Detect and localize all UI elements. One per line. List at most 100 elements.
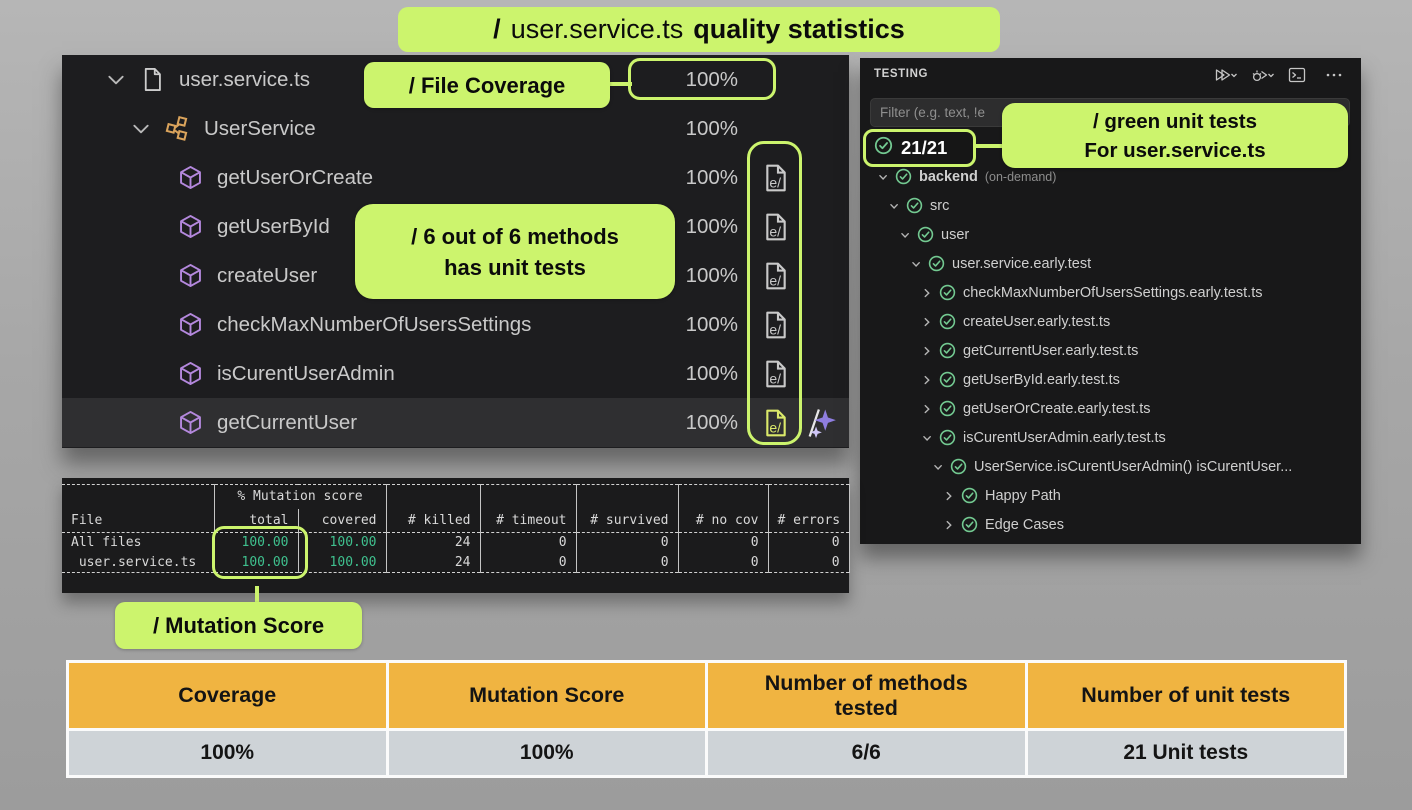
summary-header-cell: Mutation Score — [385, 660, 708, 731]
summary-header-cell: Number of methods tested — [705, 660, 1028, 731]
method-icon — [177, 262, 204, 289]
chevron-right-small-icon — [942, 520, 956, 536]
svg-text:e/: e/ — [769, 174, 781, 190]
pass-icon — [939, 400, 956, 421]
test-tree-item-getUserById.early.test.ts[interactable]: getUserById.early.test.ts — [860, 365, 1361, 394]
title-prefix: / — [493, 14, 501, 44]
test-tree-item-getCurrentUser.early.test.ts[interactable]: getCurrentUser.early.test.ts — [860, 336, 1361, 365]
test-count-value: 21/21 — [901, 137, 948, 158]
coverage-row-getUserById[interactable]: getUserById 100% e/ — [62, 202, 849, 251]
debug-tests-icon — [1251, 67, 1275, 83]
test-tree-suffix: (on-demand) — [984, 169, 1057, 184]
pass-icon — [874, 136, 893, 159]
method-icon — [177, 409, 204, 436]
pass-icon — [961, 487, 978, 508]
early-test-icon: e/ — [760, 211, 792, 243]
svg-text:e/: e/ — [769, 321, 781, 337]
early-test-icon: e/ — [760, 309, 792, 341]
chevron-right-small-icon — [920, 288, 934, 304]
svg-text:e/: e/ — [769, 223, 781, 239]
svg-text:e/: e/ — [769, 419, 781, 435]
summary-value-cell: 21 Unit tests — [1024, 728, 1347, 778]
summary-value-cell: 100% — [66, 728, 389, 778]
title-file: user.service.ts — [510, 14, 684, 44]
chevron-right-small-icon — [920, 404, 934, 420]
pass-icon — [917, 226, 934, 247]
debug-tests-button[interactable] — [1251, 64, 1275, 86]
mutation-col-header: covered — [297, 508, 387, 533]
test-tree-item-createUser.early.test.ts[interactable]: createUser.early.test.ts — [860, 307, 1361, 336]
run-tests-icon — [1214, 67, 1238, 83]
file-icon — [139, 66, 166, 93]
test-tree-label: backend — [919, 168, 978, 185]
early-test-icon: e/ — [760, 162, 792, 194]
summary-header-cell: Number of unit tests — [1024, 660, 1347, 731]
mutation-col-header: # survived — [575, 508, 679, 533]
more-actions-icon — [1325, 67, 1343, 83]
method-icon — [177, 164, 204, 191]
file-coverage-annotation: / File Coverage — [364, 62, 610, 108]
show-output-icon — [1288, 67, 1306, 83]
pass-icon — [906, 197, 923, 218]
coverage-percent: 100% — [685, 263, 738, 287]
test-tree-item-UserService.isCurentUserAdmin-isCurentUser...[interactable]: UserService.isCurentUserAdmin() isCurent… — [860, 452, 1361, 481]
summary-header-cell: Coverage — [66, 660, 389, 731]
run-tests-button[interactable] — [1214, 64, 1238, 86]
test-tree-item-checkMaxNumberOfUsersSettings.early.test.ts[interactable]: checkMaxNumberOfUsersSettings.early.test… — [860, 278, 1361, 307]
more-actions-button[interactable] — [1325, 64, 1349, 86]
test-tree-label: getUserOrCreate.early.test.ts — [963, 400, 1151, 417]
pass-icon — [939, 284, 956, 305]
test-tree-item-Happy-Path[interactable]: Happy Path — [860, 481, 1361, 510]
coverage-label: checkMaxNumberOfUsersSettings — [217, 312, 532, 336]
chevron-right-small-icon — [942, 491, 956, 507]
method-icon — [177, 311, 204, 338]
chevron-right-small-icon — [920, 375, 934, 391]
test-tree-item-getUserOrCreate.early.test.ts[interactable]: getUserOrCreate.early.test.ts — [860, 394, 1361, 423]
test-tree-item-backend[interactable]: backend (on-demand) — [860, 162, 1361, 191]
coverage-label: createUser — [217, 263, 318, 287]
coverage-percent: 100% — [685, 116, 738, 140]
class-icon — [164, 115, 191, 142]
test-tree-label: isCurentUserAdmin.early.test.ts — [963, 429, 1166, 446]
pass-icon — [939, 313, 956, 334]
pass-icon — [961, 516, 978, 537]
summary-value-cell: 100% — [385, 728, 708, 778]
early-test-green-icon: e/ — [760, 407, 792, 439]
svg-text:e/: e/ — [769, 370, 781, 386]
test-tree-label: UserService.isCurentUserAdmin() isCurent… — [974, 458, 1293, 475]
coverage-label: getUserById — [217, 214, 330, 238]
testing-panel-title: TESTING — [874, 68, 929, 80]
test-tree-item-isCurentUserAdmin.early.test.ts[interactable]: isCurentUserAdmin.early.test.ts — [860, 423, 1361, 452]
test-tree-item-Edge-Cases[interactable]: Edge Cases — [860, 510, 1361, 539]
test-tree-item-src[interactable]: src — [860, 191, 1361, 220]
coverage-percent: 100% — [685, 214, 738, 238]
chevron-down-small-icon — [920, 433, 934, 449]
chevron-right-small-icon — [920, 317, 934, 333]
chevron-down-icon — [131, 119, 151, 139]
test-tree-item-user.service.early.test[interactable]: user.service.early.test — [860, 249, 1361, 278]
coverage-percent: 100% — [685, 410, 738, 434]
chevron-right-small-icon — [920, 346, 934, 362]
show-output-button[interactable] — [1288, 64, 1312, 86]
test-tree-label: user.service.early.test — [952, 255, 1092, 272]
mutation-score-connector — [255, 586, 259, 603]
test-tree-item-user[interactable]: user — [860, 220, 1361, 249]
coverage-label: getUserOrCreate — [217, 165, 374, 189]
test-tree-label: user — [941, 226, 970, 243]
coverage-percent: 100% — [685, 67, 738, 91]
mutation-col-header: File — [62, 508, 214, 533]
mutation-group-header: % Mutation score — [213, 484, 387, 509]
test-count-badge: 21/21 — [863, 129, 976, 167]
pass-icon — [939, 342, 956, 363]
